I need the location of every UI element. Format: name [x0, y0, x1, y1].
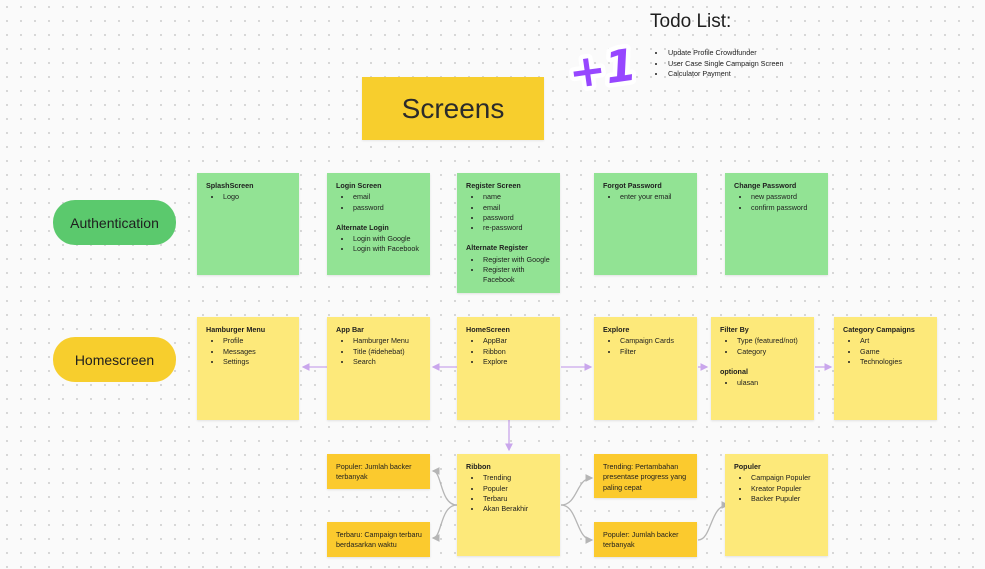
note-title: Login Screen	[336, 181, 382, 190]
todo-list: Update Profile Crowdfunder User Case Sin…	[656, 48, 783, 80]
list-item: Populer	[482, 484, 552, 494]
note-homescreen[interactable]: HomeScreen AppBar Ribbon Explore	[457, 317, 560, 420]
list-item: Title (#idehebat)	[352, 347, 422, 357]
list-item: Ribbon	[482, 347, 552, 357]
list-item: re-password	[482, 223, 552, 233]
list-item: Akan Berakhir	[482, 504, 552, 514]
list-item: password	[482, 213, 552, 223]
list-item: name	[482, 192, 552, 202]
arrow-ribbon-to-populer-right	[560, 504, 594, 544]
list-item: Login with Facebook	[352, 244, 422, 254]
note-terbaru[interactable]: Terbaru: Campaign terbaru berdasarkan wa…	[327, 522, 430, 557]
note-populer-card[interactable]: Populer Campaign Populer Kreator Populer…	[725, 454, 828, 556]
list-item: Search	[352, 357, 422, 367]
homescreen-label: Homescreen	[74, 351, 155, 368]
homescreen-pill[interactable]: Homescreen	[53, 337, 176, 382]
list-item: new password	[750, 192, 820, 202]
list-item: Hamburger Menu	[352, 336, 422, 346]
arrow-populer-to-populer-card	[697, 501, 730, 541]
authentication-label: Authentication	[70, 214, 159, 231]
note-change-password[interactable]: Change Password new password confirm pas…	[725, 173, 828, 275]
list-item: ulasan	[736, 378, 806, 388]
list-item: Technologies	[859, 357, 929, 367]
plus-one-sticker: +1 +1	[568, 40, 636, 92]
list-item: Art	[859, 336, 929, 346]
list-item: Logo	[222, 192, 291, 202]
note-explore[interactable]: Explore Campaign Cards Filter	[594, 317, 697, 420]
list-item: Game	[859, 347, 929, 357]
note-populer-right[interactable]: Populer: Jumlah backer terbanyak	[594, 522, 697, 557]
note-title: SplashScreen	[206, 181, 254, 190]
note-subtitle: Alternate Login	[336, 222, 389, 232]
note-title: Register Screen	[466, 181, 521, 190]
note-ribbon[interactable]: Ribbon Trending Populer Terbaru Akan Ber…	[457, 454, 560, 556]
svg-text:+1: +1	[568, 40, 636, 92]
note-title: Populer	[734, 462, 761, 471]
note-login-screen[interactable]: Login Screen email password Alternate Lo…	[327, 173, 430, 275]
list-item: Messages	[222, 347, 291, 357]
note-title: Ribbon	[466, 462, 491, 471]
todo-title: Todo List:	[650, 11, 732, 32]
note-app-bar[interactable]: App Bar Hamburger Menu Title (#idehebat)…	[327, 317, 430, 420]
list-item: AppBar	[482, 336, 552, 346]
note-register-screen[interactable]: Register Screen name email password re-p…	[457, 173, 560, 293]
todo-item: Calculator Payment	[666, 69, 783, 80]
list-item: Terbaru	[482, 494, 552, 504]
note-text: Populer: Jumlah backer terbanyak	[336, 462, 412, 482]
list-item: confirm password	[750, 203, 820, 213]
list-item: Register with Google	[482, 255, 552, 265]
note-title: App Bar	[336, 325, 364, 334]
list-item: Category	[736, 347, 806, 357]
note-title: Hamburger Menu	[206, 325, 266, 334]
list-item: Trending	[482, 473, 552, 483]
note-title: Change Password	[734, 181, 797, 190]
list-item: Profile	[222, 336, 291, 346]
list-item: Filter	[619, 347, 689, 357]
note-category-campaigns[interactable]: Category Campaigns Art Game Technologies	[834, 317, 937, 420]
list-item: Campaign Populer	[750, 473, 820, 483]
note-populer-left[interactable]: Populer: Jumlah backer terbanyak	[327, 454, 430, 489]
list-item: Campaign Cards	[619, 336, 689, 346]
todo-item: User Case Single Campaign Screen	[666, 59, 783, 70]
plus-one-text: +1	[568, 40, 636, 92]
authentication-pill[interactable]: Authentication	[53, 200, 176, 245]
note-text: Trending: Pertambahan presentase progres…	[603, 462, 687, 492]
note-text: Populer: Jumlah backer terbanyak	[603, 530, 679, 550]
list-item: email	[352, 192, 422, 202]
note-title: Category Campaigns	[843, 325, 915, 334]
note-subtitle: optional	[720, 366, 748, 376]
note-filter-by[interactable]: Filter By Type (featured/not) Category o…	[711, 317, 814, 420]
list-item: Type (featured/not)	[736, 336, 806, 346]
note-title: Forgot Password	[603, 181, 662, 190]
list-item: Settings	[222, 357, 291, 367]
list-item: Register with Facebook	[482, 265, 552, 286]
list-item: Login with Google	[352, 234, 422, 244]
arrow-ribbon-to-populer-left	[431, 467, 458, 506]
todo-item: Update Profile Crowdfunder	[666, 48, 783, 59]
list-item: Backer Pupuler	[750, 494, 820, 504]
note-title: HomeScreen	[466, 325, 510, 334]
note-forgot-password[interactable]: Forgot Password enter your email	[594, 173, 697, 275]
list-item: password	[352, 203, 422, 213]
list-item: email	[482, 203, 552, 213]
note-title: Filter By	[720, 325, 749, 334]
note-hamburger-menu[interactable]: Hamburger Menu Profile Messages Settings	[197, 317, 299, 420]
screens-title-card[interactable]: Screens	[362, 77, 544, 140]
arrow-ribbon-to-terbaru	[431, 504, 458, 542]
list-item: Explore	[482, 357, 552, 367]
note-subtitle: Alternate Register	[466, 243, 528, 253]
list-item: Kreator Populer	[750, 484, 820, 494]
screens-title: Screens	[401, 92, 505, 124]
arrow-ribbon-to-trending	[560, 474, 594, 506]
note-trending[interactable]: Trending: Pertambahan presentase progres…	[594, 454, 697, 498]
note-text: Terbaru: Campaign terbaru berdasarkan wa…	[336, 530, 422, 550]
note-splashscreen[interactable]: SplashScreen Logo	[197, 173, 299, 275]
list-item: enter your email	[619, 192, 689, 202]
note-title: Explore	[603, 325, 630, 334]
